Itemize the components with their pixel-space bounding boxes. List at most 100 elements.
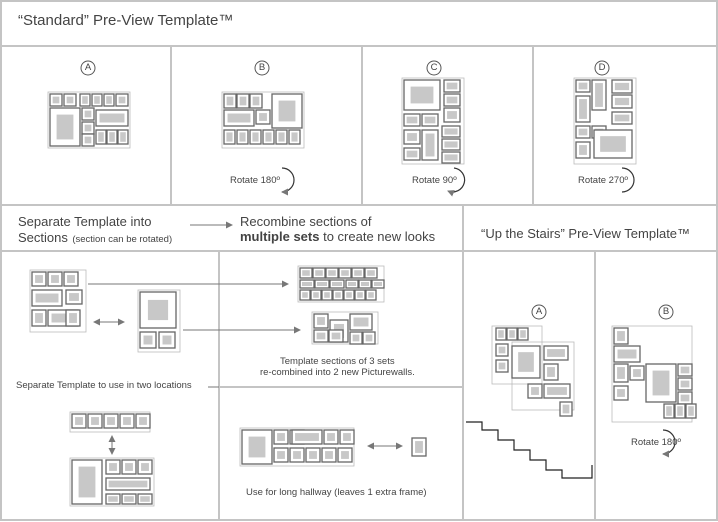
frame-two-photo (107, 417, 115, 425)
frame-two-photo (139, 417, 147, 425)
frame-sep-photo (51, 275, 59, 283)
frame-a-photo (109, 132, 115, 142)
letter-c: C (430, 62, 438, 73)
frame-stairs-b-photo (633, 369, 641, 377)
frame-a-photo (120, 132, 126, 142)
frame-stairs-b-large-photo (652, 370, 670, 396)
frame-d-photo (614, 82, 630, 91)
frame-hall-photo (325, 451, 333, 459)
frame-a-photo (66, 96, 74, 104)
letter-circles (80, 60, 674, 320)
circle-a (80, 60, 96, 76)
frame-a-photo (118, 96, 126, 104)
frame-c-photo (406, 150, 418, 158)
frame-b-photo (239, 96, 247, 106)
circle-c (426, 60, 442, 76)
frame-d-photo (614, 97, 630, 106)
frame-c-tall-photo (425, 133, 435, 157)
frame-rc1-photo (357, 292, 363, 298)
frame-two-photo (125, 463, 133, 471)
frame-b-photo (226, 96, 234, 106)
frame-rc1-photo (302, 270, 310, 276)
recombine-subheading: multiple sets to create new looks (240, 229, 435, 244)
frame-two-photo (109, 463, 117, 471)
caption-c-rotate: Rotate 90º (412, 175, 457, 186)
frame-sep-photo (143, 335, 153, 345)
frame-rc2-photo (316, 332, 326, 340)
frame-rc1-photo (374, 282, 382, 286)
frame-rc1-photo (315, 270, 323, 276)
staircase-line (466, 421, 593, 479)
frame-b-photo (278, 132, 285, 142)
frame-stairs-b-photo (617, 349, 637, 359)
frame-stairs-a-photo (520, 330, 526, 338)
separate-subheading: Sections (section can be rotated) (18, 229, 172, 247)
frame-two-photo (75, 417, 83, 425)
frame-stairs-a-large-photo (518, 352, 534, 372)
frame-rc1-photo (335, 292, 341, 298)
frame-rc1-photo (368, 292, 374, 298)
stairs-caption-b: Rotate 180º (631, 437, 681, 448)
frame-rc1-photo (367, 270, 375, 276)
frame-sep-photo (35, 313, 43, 323)
frame-c-photo (444, 154, 458, 161)
frame-d-large-photo (600, 136, 626, 152)
frame-stairs-a-photo (547, 387, 567, 395)
caption-b-rotate: Rotate 180º (230, 175, 280, 186)
frame-c-photo (444, 141, 458, 148)
frame-sep-photo (162, 335, 172, 345)
frame-stairs-b-photo (680, 366, 690, 374)
frame-a-photo (98, 132, 104, 142)
frame-b-large-photo (278, 100, 296, 122)
frame-stairs-a-photo (498, 346, 506, 354)
recombine-rest: to create new looks (323, 229, 436, 244)
circle-stairs-b (658, 304, 674, 320)
frame-sep-large-photo (147, 299, 169, 321)
stairs-letter-a: A (535, 306, 543, 317)
frame-a-photo (84, 110, 92, 118)
layout-a-outline (47, 91, 131, 149)
frame-stairs-a-photo (562, 404, 570, 414)
frame-rc2-photo (353, 317, 369, 327)
frame-layouts (29, 77, 697, 507)
frame-hall-photo (293, 451, 301, 459)
hallway-outline (239, 427, 355, 467)
frame-stairs-b-photo (680, 394, 690, 402)
frame-rc1-photo (346, 292, 352, 298)
frame-sep-photo (35, 275, 43, 283)
rotate-arrow-b (281, 167, 295, 196)
frame-stairs-b-photo (666, 406, 672, 416)
frame-rc1-photo (354, 270, 362, 276)
frame-extra-photo (415, 441, 423, 453)
rotate-arrow-d (621, 167, 635, 193)
frame-c-large-photo (410, 86, 434, 104)
layout-c-outline (401, 77, 465, 165)
frame-a-photo (84, 124, 92, 132)
frame-hall-photo (327, 433, 335, 441)
frame-a-photo (106, 96, 112, 104)
frame-b-photo (227, 113, 251, 123)
frame-c-photo (444, 128, 458, 135)
frame-stairs-b-photo (680, 380, 690, 388)
frame-hall-photo (341, 451, 349, 459)
stairs-a-outline-1 (491, 325, 543, 385)
frame-rc1-photo (324, 292, 330, 298)
frame-b-photo (226, 132, 233, 142)
recombine-caption-1: Template sections of 3 sets (280, 356, 395, 367)
frame-b-photo (239, 132, 246, 142)
section-1-outline (29, 269, 87, 333)
frame-rc1-photo (328, 270, 336, 276)
frame-stairs-a-photo (547, 367, 555, 377)
frame-stairs-b-photo (617, 389, 625, 397)
frame-two-photo (124, 496, 134, 502)
frame-rc1-photo (361, 282, 369, 286)
frame-b-photo (291, 132, 298, 142)
layout-d-outline (573, 77, 637, 165)
frame-hall-photo (277, 451, 285, 459)
caption-d-rotate: Rotate 270º (578, 175, 628, 186)
frame-rc2-photo (317, 317, 325, 325)
letter-d: D (598, 62, 606, 73)
